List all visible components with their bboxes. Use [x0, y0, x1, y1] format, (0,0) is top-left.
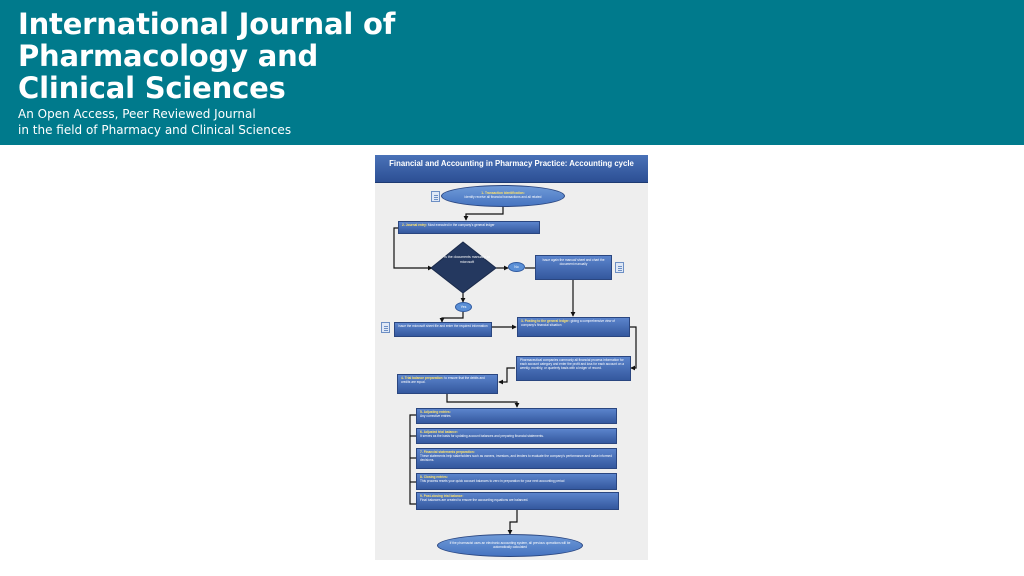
- trial-balance-head: 4- Trial balance preparation:: [401, 376, 444, 380]
- step-closing-entries: 8- Closing entries: This process resets …: [416, 473, 617, 490]
- step-post-closing-trial-balance: 9- Post-closing trial balance: Final bal…: [416, 492, 619, 510]
- step-head: 8- Closing entries:: [420, 475, 448, 479]
- document-icon: [431, 191, 440, 202]
- journal-banner: International Journal of Pharmacology an…: [0, 0, 1024, 145]
- journal-entry-box: 2- Journal entry: Most executed in the c…: [398, 221, 540, 234]
- connector-journal-decision: [393, 227, 433, 271]
- figure-title: Financial and Accounting in Pharmacy Pra…: [389, 159, 634, 168]
- end-oval: If the pharmacist uses an electronic acc…: [437, 534, 583, 557]
- general-ledger-body: giving a comprehensive view of company's…: [521, 319, 615, 327]
- document-icon: [615, 262, 624, 273]
- journal-title: International Journal of Pharmacology an…: [18, 8, 395, 104]
- connector-steps-end: [507, 510, 518, 535]
- journal-title-line-1: International Journal of: [18, 7, 396, 41]
- step-body: It serves as the basis for updating acco…: [420, 434, 544, 438]
- step-body: These statements help stakeholders such …: [420, 454, 612, 462]
- trial-balance-box: 4- Trial balance preparation: to ensure …: [397, 374, 498, 394]
- journal-subtitle-line-1: An Open Access, Peer Reviewed Journal: [18, 107, 256, 121]
- manual-sheet-box: Issue again the manual/ sheet and chart …: [535, 255, 612, 280]
- start-head: 1- Transaction identification:: [481, 191, 525, 195]
- no-label: No: [508, 262, 525, 272]
- connector-yes-microsoft: [439, 312, 464, 323]
- step-head: 7- Financial statements preparation:: [420, 450, 475, 454]
- step-body: This process resets your quick account b…: [420, 479, 565, 483]
- journal-entry-body: Most executed in the company's general l…: [427, 223, 495, 227]
- journal-title-line-2: Pharmacology and: [18, 39, 319, 73]
- step-adjusted-trial-balance: 6- Adjusted trial balance: It serves as …: [416, 428, 617, 444]
- trial-balance-body: to ensure that the debits and credits ar…: [401, 376, 485, 384]
- journal-subtitle: An Open Access, Peer Reviewed Journal in…: [18, 106, 291, 138]
- connector-ledger-note: [630, 326, 637, 371]
- figure-header: Financial and Accounting in Pharmacy Pra…: [375, 155, 648, 183]
- general-ledger-box: 3- Posting to the general ledger: giving…: [517, 317, 630, 337]
- start-oval: 1- Transaction identification: identify …: [441, 185, 565, 207]
- journal-title-line-3: Clinical Sciences: [18, 71, 286, 105]
- document-icon: [381, 322, 390, 333]
- connector-note-trial: [498, 367, 515, 385]
- general-ledger-head: 3- Posting to the general ledger:: [521, 319, 570, 323]
- step-head: 5- Adjusting entries:: [420, 410, 451, 414]
- connector-start-journal: [463, 207, 504, 221]
- step-body: Final balances are created to ensure the…: [420, 498, 529, 502]
- connector-step-bracket: [409, 414, 416, 505]
- start-body: identify receive all financial transacti…: [464, 195, 542, 199]
- step-head: 9- Post-closing trial balance:: [420, 494, 464, 498]
- decision-label: Is the documents manually or microsoft: [444, 255, 490, 264]
- step-financial-statements: 7- Financial statements preparation: The…: [416, 448, 617, 469]
- step-adjusting-entries: 5- Adjusting entries: Any corrective ent…: [416, 408, 617, 424]
- yes-label: Yes: [455, 302, 472, 312]
- connector-trial-steps: [446, 394, 520, 408]
- microsoft-sheet-box: Issue the microsoft sheet file and enter…: [394, 322, 492, 337]
- step-body: Any corrective entries: [420, 414, 451, 418]
- journal-subtitle-line-2: in the field of Pharmacy and Clinical Sc…: [18, 123, 292, 137]
- journal-entry-head: 2- Journal entry:: [402, 223, 427, 227]
- step-head: 6- Adjusted trial balance:: [420, 430, 458, 434]
- decision-diamond: [430, 241, 497, 294]
- ledger-note-box: Pharmaceutical companies commonly all fi…: [516, 356, 631, 381]
